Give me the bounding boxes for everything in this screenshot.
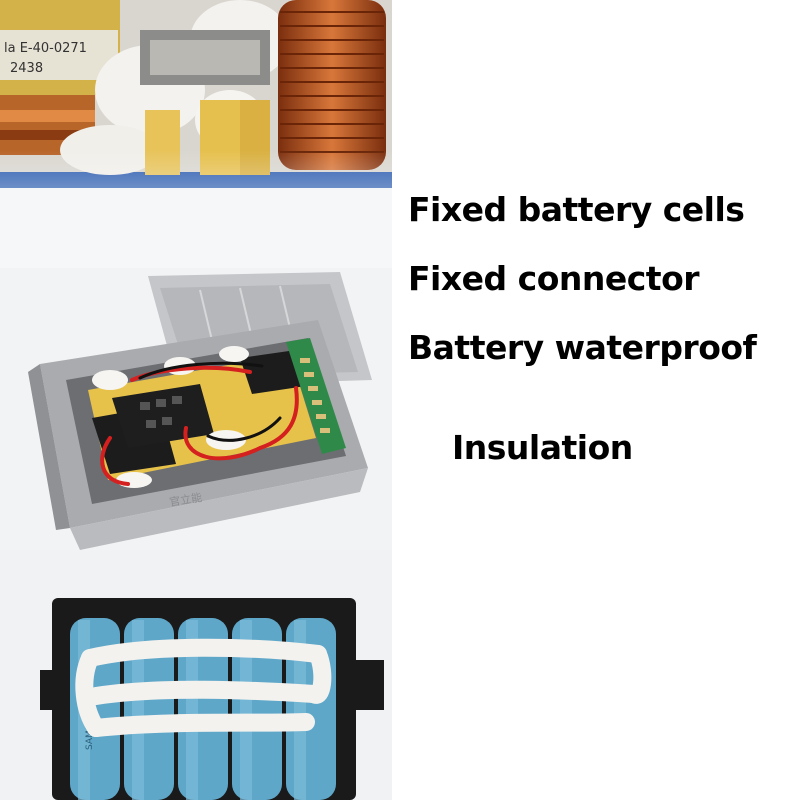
case-engraved-text: 官立能 — [168, 490, 203, 509]
caption-battery-waterproof: Battery waterproof — [408, 328, 757, 367]
component-label-line1: la E-40-0271 — [4, 41, 87, 56]
photo-battery-cells-glue: SAMSUNG SDI — [0, 550, 392, 800]
caption-fixed-connector: Fixed connector — [408, 259, 700, 298]
caption-fixed-battery-cells: Fixed battery cells — [408, 190, 745, 229]
photo-battery-case-bms: 官立能 — [0, 268, 392, 550]
photo-pcb-potting: la E-40-0271 2438 — [0, 0, 392, 268]
component-label-line2: 2438 — [10, 61, 43, 76]
caption-insulation: Insulation — [452, 428, 633, 467]
